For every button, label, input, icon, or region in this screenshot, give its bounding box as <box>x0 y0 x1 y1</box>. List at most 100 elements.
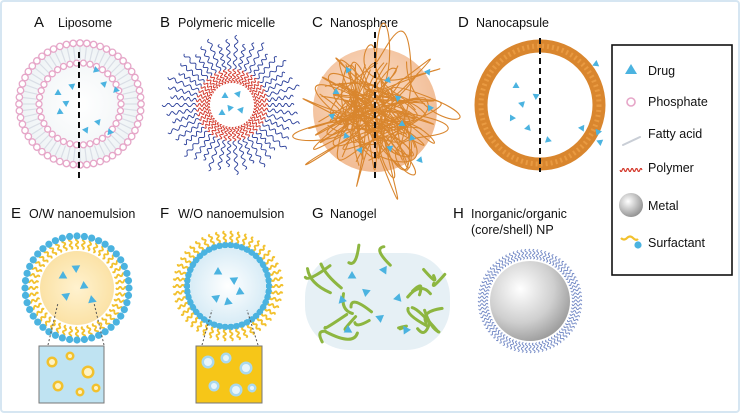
surfactant-head <box>117 312 125 320</box>
surfactant-tail <box>189 245 200 254</box>
drug-triangle <box>113 86 120 93</box>
phosphate-head <box>98 66 107 74</box>
polymer-chain-inner <box>248 81 261 93</box>
surfactant-tail <box>34 307 45 317</box>
surfactant-head <box>26 306 34 314</box>
ring-icon <box>626 97 636 107</box>
surfactant-head <box>88 334 96 342</box>
phosphate-head <box>76 39 84 47</box>
surfactant-tail <box>194 240 204 251</box>
drug-triangle <box>375 314 384 323</box>
surfactant-head <box>183 277 191 284</box>
surfactant-tail <box>91 323 100 334</box>
legend-label-polymer: Polymer <box>648 161 694 175</box>
polymer-chain-inner <box>244 74 253 88</box>
phosphate-head <box>96 42 104 51</box>
surfactant-tail <box>96 320 106 331</box>
surfactant-head <box>117 256 125 264</box>
phosphate-head <box>40 80 48 89</box>
drug-triangle <box>524 124 531 131</box>
gel-crosslink <box>378 245 392 267</box>
drug-triangle <box>235 287 245 295</box>
ow-oil-droplet <box>40 251 114 325</box>
surfactant-tail <box>252 321 262 332</box>
phosphate-head <box>115 113 123 121</box>
polymer-chain-inner <box>203 117 216 129</box>
surfactant-head <box>221 323 229 331</box>
shell-ligand <box>551 336 559 346</box>
polymer-strand <box>326 58 431 136</box>
gel-crosslink <box>341 292 354 315</box>
fatty-acid-tail <box>54 51 62 65</box>
shell-ligand <box>551 256 558 266</box>
wo-drug-molecules <box>211 267 245 306</box>
surfactant-head <box>34 250 42 258</box>
drug-triangle <box>518 101 525 108</box>
surfactant-head <box>95 237 103 245</box>
surfactant-tail <box>270 290 284 296</box>
phosphate-head <box>21 73 29 82</box>
surfactant-tail <box>111 303 124 310</box>
phosphate-head <box>131 126 139 135</box>
surfactant-head <box>65 335 74 344</box>
polymer-chain-outer <box>266 114 300 125</box>
shell-ligand <box>566 319 577 325</box>
shell-ligand <box>528 248 532 260</box>
fatty-acid-tail <box>89 47 94 62</box>
surfactant-tail <box>172 290 186 296</box>
fatty-acid-tail <box>121 117 135 124</box>
fatty-acid-tail <box>27 78 41 86</box>
phosphate-head <box>35 107 44 115</box>
fatty-acid-tail <box>66 47 71 62</box>
shell-ligand <box>544 339 551 350</box>
polymer-chain-outer <box>232 140 239 176</box>
np-organic-shell <box>477 248 583 354</box>
fatty-acid-tail <box>119 122 133 130</box>
surfactant-tail <box>174 270 187 276</box>
shell-ligand <box>478 291 489 296</box>
surfactant-head <box>34 318 42 326</box>
polymer-chain-inner <box>198 112 213 121</box>
phosphate-head <box>136 93 145 102</box>
polymer-chain-inner <box>223 126 229 141</box>
legend: Drug Phosphate Fatty acid Polymer Metal … <box>611 44 733 276</box>
polymer-strand <box>314 84 425 157</box>
inset-droplet-core <box>68 354 72 358</box>
shell-ligand <box>498 258 507 268</box>
nanogel-network <box>303 243 447 344</box>
fatty-acid-tail <box>34 130 46 141</box>
fatty-acid-tail <box>110 62 122 74</box>
panel-b-letter: B <box>160 14 170 31</box>
surfactant-tail <box>235 328 242 341</box>
phosphate-head <box>86 140 94 148</box>
nanosphere-drug-molecules <box>328 66 434 163</box>
fatty-acid-tail <box>66 146 71 161</box>
fatty-acid-tail <box>106 58 117 70</box>
shell-ligand <box>556 332 565 341</box>
phosphate-head <box>15 93 24 102</box>
phosphate-head <box>56 42 64 51</box>
surfactant-tail <box>115 286 128 290</box>
polymer-chain-outer <box>238 43 246 71</box>
polymer-strand <box>292 57 416 148</box>
surfactant-tail <box>180 307 191 317</box>
wo-inset-droplets <box>201 352 257 397</box>
surfactant-tail <box>261 250 271 260</box>
polymer-chain-inner <box>211 122 220 136</box>
surfactant-tail <box>38 255 49 263</box>
polymer-strand <box>339 69 411 171</box>
polymer-chain-outer <box>208 138 221 172</box>
surfactant-head <box>29 312 37 320</box>
shell-ligand <box>569 313 580 318</box>
phosphate-head <box>127 67 136 76</box>
drug-triangle <box>54 89 62 95</box>
surfactant-head <box>51 331 59 339</box>
shell-ligand <box>478 288 490 292</box>
wave-icon <box>619 168 643 172</box>
shell-ligand <box>493 330 501 339</box>
shell-ligand <box>571 291 582 296</box>
polymer-chain-outer <box>251 134 272 160</box>
polymer-chain-inner <box>214 72 224 86</box>
shell-ligand <box>477 299 489 303</box>
panel-f-title: W/O nanoemulsion <box>178 207 284 221</box>
